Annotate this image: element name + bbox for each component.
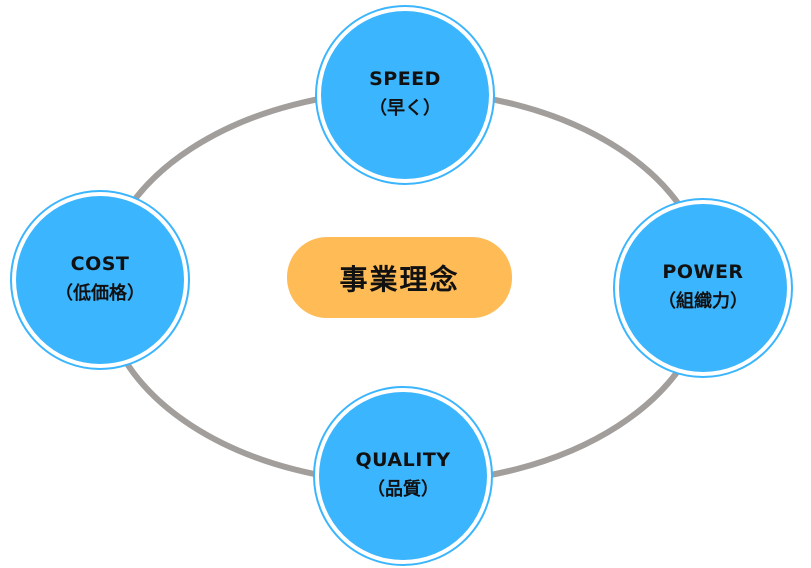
node-power-label-en: POWER (662, 261, 744, 283)
center-philosophy-label: 事業理念 (339, 262, 460, 296)
node-quality-label-jp: （品質） (367, 479, 439, 500)
node-cost[interactable]: COST （低価格） (10, 190, 190, 370)
node-quality[interactable]: QUALITY （品質） (313, 386, 493, 566)
node-quality-label-en: QUALITY (355, 449, 451, 471)
node-cost-fill: COST （低価格） (16, 196, 184, 364)
node-speed-label-en: SPEED (369, 68, 441, 90)
node-quality-fill: QUALITY （品質） (319, 392, 487, 560)
node-power[interactable]: POWER （組織力） (613, 198, 793, 378)
node-speed-label-jp: （早く） (369, 98, 441, 119)
node-power-fill: POWER （組織力） (619, 204, 787, 372)
node-power-label-jp: （組織力） (658, 291, 748, 312)
node-speed[interactable]: SPEED （早く） (315, 5, 495, 185)
center-philosophy-badge[interactable]: 事業理念 (287, 237, 512, 318)
node-cost-label-en: COST (70, 253, 130, 275)
node-cost-label-jp: （低価格） (55, 283, 145, 304)
node-speed-fill: SPEED （早く） (321, 11, 489, 179)
